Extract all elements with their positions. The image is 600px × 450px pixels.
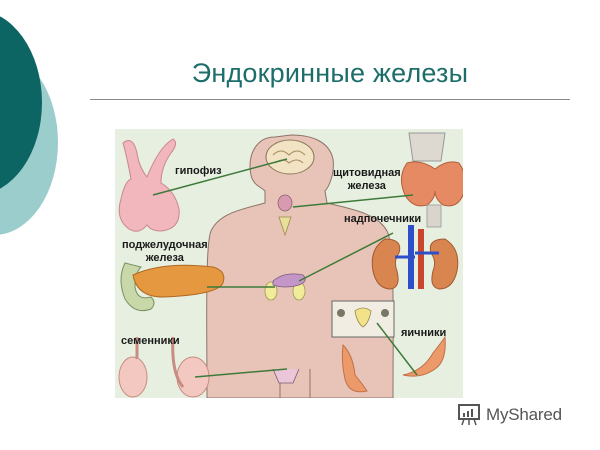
diagram-illustration (118, 132, 463, 398)
pituitary-gland (118, 138, 180, 232)
testes-mini (272, 368, 300, 384)
thyroid-mini (277, 194, 293, 212)
title-divider (90, 99, 570, 100)
label-pituitary: гипофиз (175, 165, 222, 177)
pointer-lines (152, 158, 418, 378)
aorta (418, 229, 424, 289)
trachea (426, 204, 442, 228)
label-thyroid: щитовидная железа (333, 167, 401, 192)
testis-left (118, 356, 148, 398)
watermark-logo: MyShared (456, 403, 562, 427)
label-testes: семенники (121, 335, 180, 347)
testis-right (176, 356, 210, 398)
label-adrenals: надпочечники (344, 213, 422, 225)
kidney-left (371, 238, 401, 290)
label-pancreas: поджелудочная железа (122, 239, 208, 264)
label-ovaries: яичники (401, 327, 447, 339)
thymus-mini (278, 216, 292, 237)
uterus (354, 307, 372, 328)
presentation-board-icon (458, 404, 480, 426)
thyroid-cartilage (408, 132, 446, 162)
slide-title: Эндокринные железы (191, 58, 469, 88)
pancreas-gland (132, 264, 225, 298)
kidney-right (429, 238, 459, 290)
endocrine-diagram: гипофиз щитовидная железа надпочечники п… (115, 129, 463, 398)
ovary-left (341, 343, 368, 393)
brain (265, 139, 315, 175)
pancreas-mini (272, 273, 306, 288)
ovary-right (402, 335, 446, 377)
watermark-text: MyShared (486, 405, 562, 424)
thyroid-gland (401, 161, 463, 207)
